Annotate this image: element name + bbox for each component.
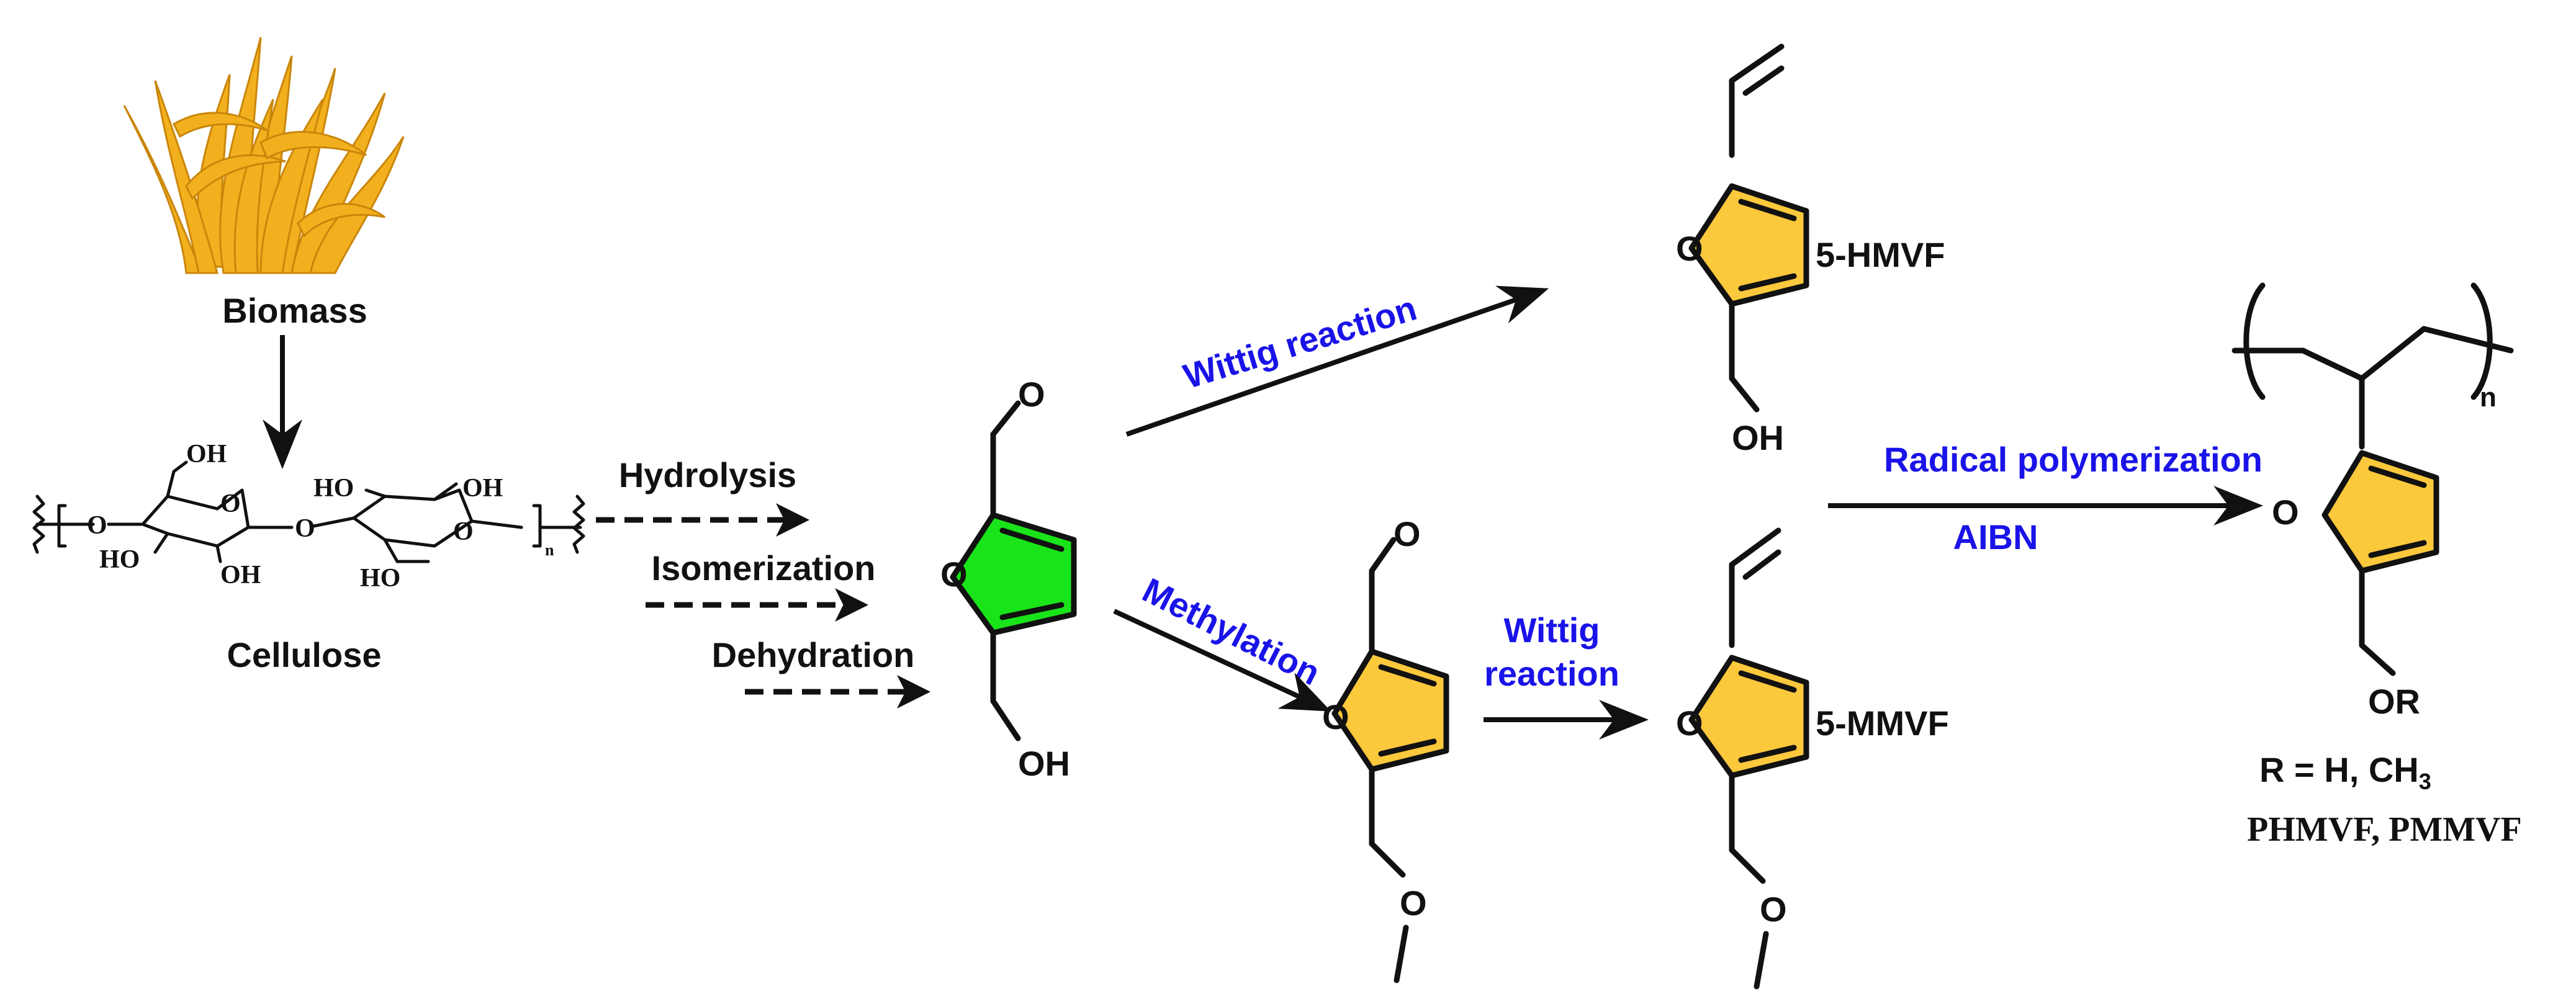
hmvf-ring-o: O [1676, 229, 1703, 268]
r-definition-subscript: 3 [2419, 769, 2431, 794]
cellulose-oh-2: OH [220, 561, 261, 589]
cellulose-oh-1: OH [186, 440, 227, 468]
cellulose-ho-1: HO [99, 545, 140, 574]
dehydration-label: Dehydration [712, 635, 915, 674]
cellulose-label: Cellulose [227, 635, 382, 674]
cellulose-oh-3: OH [462, 474, 503, 503]
biomass-label: Biomass [222, 291, 367, 330]
polymer-names-label: PHMVF, PMMVF [2247, 810, 2522, 849]
polymer-or: OR [2368, 682, 2420, 721]
r-definition: R = H, CH3 [2259, 750, 2431, 794]
r-definition-text: R = H, CH [2259, 750, 2419, 789]
cellulose-ring-o-1: O [220, 490, 241, 518]
mff-ring-o: O [1322, 697, 1349, 736]
radical-polymerization-label: Radical polymerization [1884, 440, 2263, 479]
cellulose-o-1: O [87, 511, 107, 540]
mmvf-ether-o: O [1760, 890, 1787, 929]
biomass-grass-icon [123, 37, 405, 274]
cellulose-ring-o-2: O [453, 517, 474, 546]
isomerization-label: Isomerization [652, 548, 876, 588]
hmf-aldehyde-o: O [1018, 375, 1045, 414]
wittig-mid-label-2: reaction [1484, 654, 1619, 693]
mff-ether-o: O [1400, 883, 1427, 923]
polymer-molecule: n O OR [2231, 282, 2514, 721]
polymer-n: n [2480, 382, 2497, 413]
hmvf-label: 5-HMVF [1816, 235, 1945, 274]
methylation-label: Methylation [1137, 570, 1326, 692]
methylation-arrow [1113, 609, 1331, 712]
hmvf-molecule: O OH [1676, 43, 1809, 457]
mmvf-ring-o: O [1676, 704, 1703, 743]
hmvf-oh: OH [1732, 418, 1784, 457]
hydrolysis-label: Hydrolysis [619, 455, 796, 494]
polymer-ring-o: O [2272, 493, 2299, 532]
mmvf-label: 5-MMVF [1816, 704, 1949, 743]
mff-aldehyde-o: O [1394, 514, 1421, 553]
hmf-molecule: O O OH [940, 375, 1077, 783]
hmf-oh: OH [1018, 744, 1070, 783]
cellulose-ho-3: HO [360, 564, 400, 593]
cellulose-n: n [545, 541, 554, 559]
cellulose-ho-2: HO [313, 474, 354, 503]
cellulose-structure: O OH O HO OH O HO OH O HO n [32, 440, 585, 593]
wittig-top-label: Wittig reaction [1179, 288, 1421, 396]
methoxymethylfurfural-molecule: O O O [1322, 514, 1449, 983]
wittig-mid-label-1: Wittig [1504, 611, 1600, 650]
mmvf-molecule: O O [1676, 527, 1809, 990]
wittig-top-arrow [1125, 285, 1549, 437]
cellulose-bridge-o: O [295, 514, 315, 543]
aibn-label: AIBN [1953, 517, 2038, 557]
hmf-ring-o: O [940, 555, 968, 594]
